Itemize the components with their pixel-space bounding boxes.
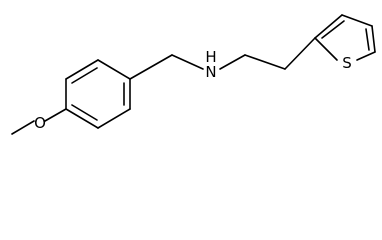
amine-hydrogen-label: H (205, 48, 216, 66)
thiophene-bond (314, 14, 343, 39)
sulfur-atom-label: S (342, 54, 352, 72)
molecule-diagram: O H N S (11, 14, 376, 135)
benzene-bond (65, 108, 99, 129)
thiophene-bond (371, 25, 376, 53)
benzene-bond (65, 59, 99, 80)
ethyl-thiophene-bond (284, 37, 316, 70)
benzene-bond (97, 59, 131, 80)
aryl-methylene-bond (129, 54, 173, 80)
benzene-double-bond (71, 67, 98, 84)
methylene-amine-bond (171, 54, 204, 70)
thiophene-bond (314, 37, 338, 61)
thiophene-double-bond (321, 20, 345, 39)
thiophene-bond (341, 14, 373, 27)
thiophene-double-bond (365, 28, 370, 51)
amine-nitrogen-label: N (205, 63, 216, 81)
oxygen-aryl-bond (44, 108, 67, 122)
thiophene-bond (356, 51, 376, 61)
benzene-bond (97, 108, 131, 129)
methyl-oxygen-bond (11, 120, 35, 135)
oxygen-atom-label: O (34, 114, 46, 132)
benzene-double-bond (71, 104, 98, 121)
amine-ethyl-bond (219, 54, 246, 70)
ethyl-bond (244, 54, 286, 70)
